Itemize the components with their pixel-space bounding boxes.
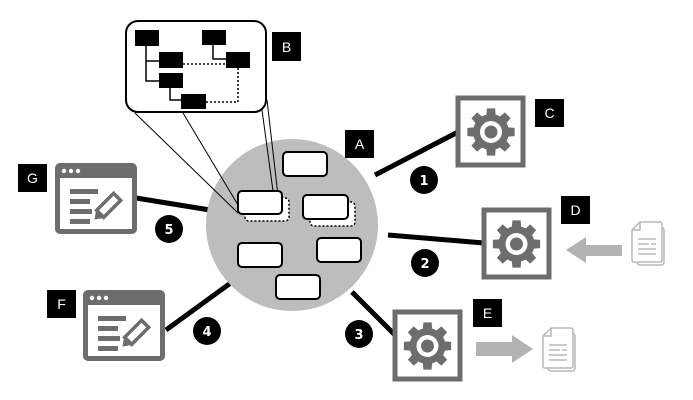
label-a: A — [345, 130, 374, 158]
gear-service-e[interactable] — [392, 309, 463, 382]
hub-box[interactable] — [302, 194, 349, 220]
connector-1 — [373, 129, 460, 178]
editor-window-f[interactable] — [83, 290, 165, 361]
tree-node — [181, 94, 206, 109]
label-d: D — [561, 196, 590, 224]
svg-text:5: 5 — [164, 223, 173, 238]
svg-text:1: 1 — [419, 174, 428, 189]
label-c: C — [535, 99, 564, 127]
document-icon[interactable] — [631, 221, 665, 266]
label-c-text: C — [544, 105, 554, 121]
label-b-text: B — [282, 39, 291, 55]
tree-node — [159, 73, 183, 88]
editor-window-g[interactable] — [55, 163, 137, 234]
document-icon[interactable] — [542, 327, 576, 372]
svg-text:3: 3 — [354, 328, 363, 343]
gear-icon — [467, 108, 515, 156]
label-e-text: E — [483, 305, 492, 321]
badge-3: 3 — [345, 320, 373, 348]
gear-icon — [403, 322, 452, 370]
projection-line — [182, 112, 242, 211]
label-g: G — [18, 164, 47, 192]
arrow-left-icon — [566, 237, 622, 263]
edit-icon — [70, 189, 124, 224]
label-g-text: G — [27, 170, 38, 186]
tree-node — [226, 52, 250, 68]
svg-text:4: 4 — [202, 325, 211, 340]
badge-1: 1 — [410, 166, 438, 194]
connector-2 — [387, 232, 485, 246]
label-f-text: F — [57, 296, 66, 312]
svg-text:2: 2 — [420, 257, 429, 272]
projection-line — [134, 112, 239, 214]
gear-service-d[interactable] — [481, 207, 552, 280]
tree-detail-panel — [125, 20, 267, 113]
hub-box[interactable] — [237, 190, 283, 215]
hub-box[interactable] — [275, 274, 321, 300]
gear-icon — [492, 220, 541, 268]
tree-node — [159, 52, 183, 68]
badge-4: 4 — [193, 317, 221, 345]
tree-node — [202, 30, 226, 45]
label-a-text: A — [355, 136, 365, 152]
badge-2: 2 — [411, 249, 439, 277]
label-d-text: D — [570, 202, 580, 218]
gear-hub — [421, 339, 434, 353]
badge-5: 5 — [155, 215, 183, 243]
hub-box[interactable] — [237, 242, 283, 268]
label-e: E — [473, 299, 502, 327]
label-b: B — [272, 32, 301, 61]
label-f: F — [47, 290, 76, 318]
arrow-right-icon — [476, 335, 533, 363]
edit-icon — [98, 316, 152, 351]
hub-box[interactable] — [282, 151, 328, 177]
connector-5 — [135, 195, 211, 213]
hub-box[interactable] — [316, 237, 362, 263]
tree-node — [135, 30, 159, 46]
connector-4 — [164, 279, 234, 333]
gear-hub — [484, 125, 498, 139]
gear-service-c[interactable] — [455, 95, 526, 168]
gear-hub — [510, 237, 523, 251]
connector-3 — [350, 290, 397, 337]
